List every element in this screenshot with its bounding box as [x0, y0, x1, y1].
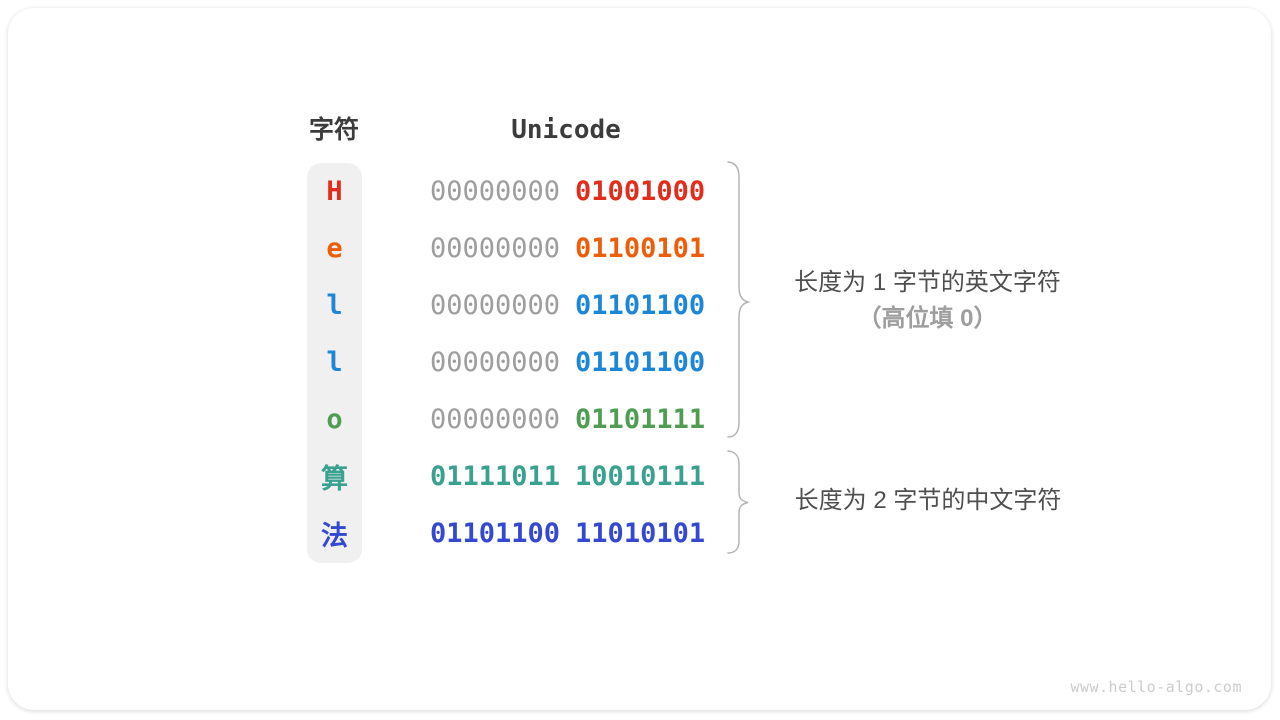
table-row: e 00000000 01100101: [0, 220, 1280, 276]
unicode-binary: 00000000 01001000: [430, 163, 705, 219]
unicode-binary: 00000000 01101100: [430, 277, 705, 333]
unicode-binary: 00000000 01101111: [430, 391, 705, 447]
high-byte: 01111011: [430, 460, 561, 492]
low-byte: 01101100: [575, 289, 706, 321]
unicode-binary: 01101100 11010101: [430, 505, 705, 561]
low-byte: 11010101: [575, 517, 706, 549]
watermark: www.hello-algo.com: [1070, 678, 1242, 696]
high-byte: 00000000: [430, 289, 561, 321]
low-byte: 01101111: [575, 403, 706, 435]
unicode-binary: 01111011 10010111: [430, 448, 705, 504]
char-cell: H: [326, 175, 343, 207]
annotation-chinese: 长度为 2 字节的中文字符: [765, 483, 1091, 519]
table-row: o 00000000 01101111: [0, 391, 1280, 447]
table-row: 法 01101100 11010101: [0, 505, 1280, 561]
char-cell: e: [326, 232, 343, 264]
high-byte: 01101100: [430, 517, 561, 549]
table-row: l 00000000 01101100: [0, 277, 1280, 333]
figure-card: [8, 8, 1271, 710]
unicode-binary: 00000000 01101100: [430, 334, 705, 390]
annotation-english: 长度为 1 字节的英文字符 （高位填 0）: [765, 265, 1090, 337]
high-byte: 00000000: [430, 232, 561, 264]
table-row: 算 01111011 10010111: [0, 448, 1280, 504]
unicode-binary: 00000000 01100101: [430, 220, 705, 276]
annotation-chinese-line1: 长度为 2 字节的中文字符: [794, 487, 1062, 514]
high-byte: 00000000: [430, 403, 561, 435]
brace-english-group: [727, 161, 751, 438]
high-byte: 00000000: [430, 346, 561, 378]
char-cell: 算: [321, 463, 348, 495]
char-column-background: [307, 163, 362, 563]
unicode-column-header: Unicode: [511, 115, 621, 145]
annotation-english-line1: 长度为 1 字节的英文字符: [794, 269, 1061, 296]
low-byte: 01001000: [575, 175, 706, 207]
high-byte: 00000000: [430, 175, 561, 207]
low-byte: 10010111: [575, 460, 706, 492]
table-row: H 00000000 01001000: [0, 163, 1280, 219]
char-cell: l: [326, 289, 343, 321]
char-column-header: 字符: [308, 116, 359, 144]
low-byte: 01101100: [575, 346, 706, 378]
low-byte: 01100101: [575, 232, 706, 264]
table-row: l 00000000 01101100: [0, 334, 1280, 390]
char-cell: 法: [321, 520, 348, 552]
char-cell: o: [326, 403, 343, 435]
brace-chinese-group: [727, 450, 749, 554]
char-cell: l: [326, 346, 343, 378]
annotation-english-line2: （高位填 0）: [857, 305, 998, 332]
